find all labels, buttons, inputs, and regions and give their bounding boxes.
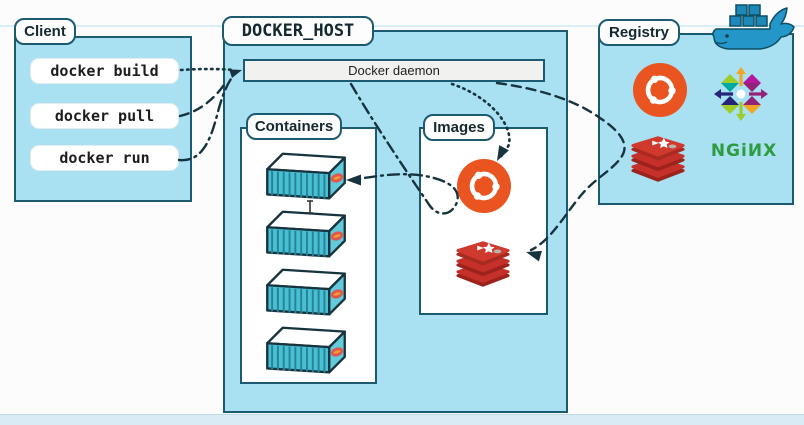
- redis-image-icon: [456, 241, 510, 287]
- frame-bottom-bar: [0, 414, 804, 425]
- registry-label-text: Registry: [608, 24, 670, 41]
- docker-daemon-bar: Docker daemon: [243, 59, 545, 82]
- images-label: Images: [423, 114, 495, 141]
- docker-host-label-text: DOCKER_HOST: [241, 21, 355, 41]
- docker-run-text: docker run: [59, 149, 150, 167]
- command-docker-run: docker run: [30, 145, 179, 171]
- nginx-text: NGiИX: [710, 141, 778, 161]
- images-label-text: Images: [433, 119, 485, 136]
- registry-label: Registry: [598, 19, 680, 46]
- ubuntu-image-icon: [456, 158, 512, 214]
- text-cursor-icon: [307, 200, 313, 214]
- command-docker-build: docker build: [30, 58, 179, 84]
- container-icon: [266, 326, 346, 374]
- docker-whale-icon: [712, 4, 795, 50]
- command-docker-pull: docker pull: [30, 103, 179, 129]
- containers-label: Containers: [246, 113, 342, 140]
- redis-registry-icon: [631, 136, 685, 182]
- centos-registry-icon: [714, 67, 768, 121]
- docker-host-label: DOCKER_HOST: [222, 16, 374, 46]
- docker-pull-text: docker pull: [54, 107, 155, 125]
- container-icon: [266, 268, 346, 316]
- docker-daemon-text: Docker daemon: [348, 63, 440, 78]
- docker-build-text: docker build: [50, 62, 159, 80]
- client-label-text: Client: [24, 23, 66, 40]
- containers-label-text: Containers: [254, 118, 334, 135]
- nginx-wordmark: NGiИX: [708, 141, 780, 161]
- frame-top-line: [0, 25, 804, 27]
- client-label: Client: [14, 18, 76, 45]
- ubuntu-registry-icon: [632, 62, 688, 118]
